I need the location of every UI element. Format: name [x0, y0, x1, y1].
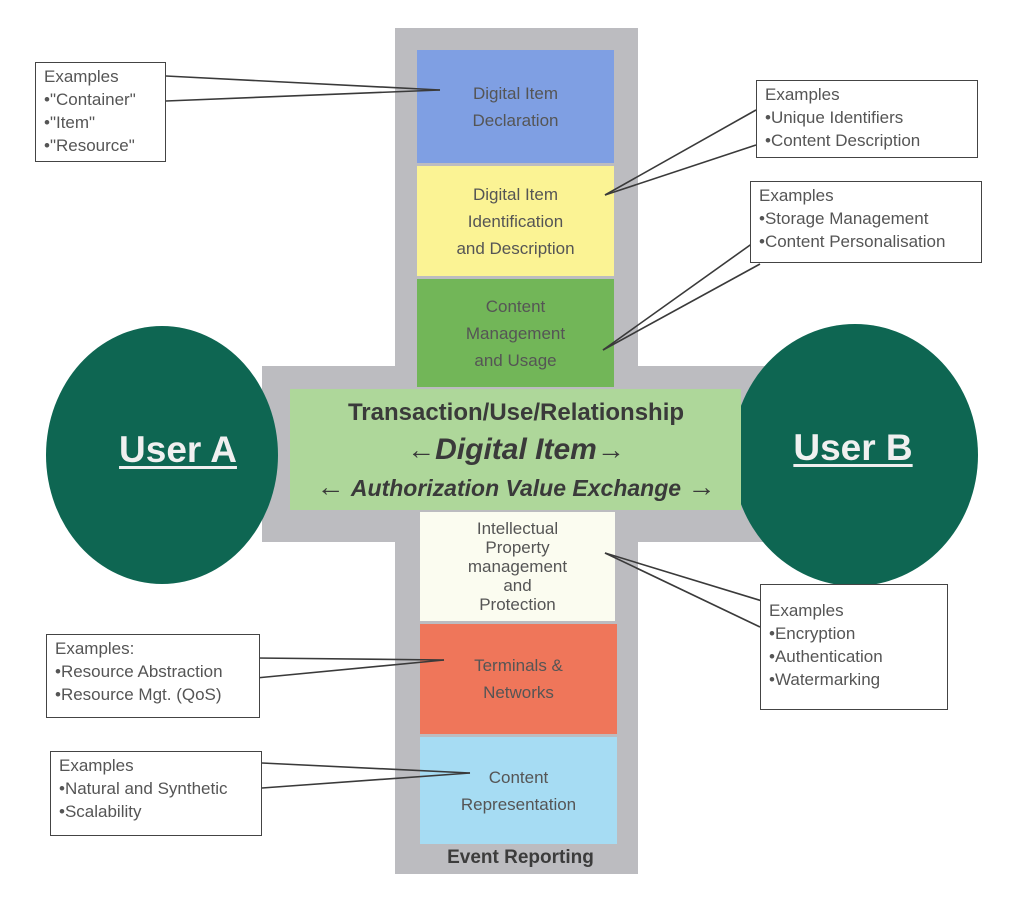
block-digital-item-identification: Digital Item Identification and Descript… — [417, 166, 614, 276]
left-arrow-icon: ← — [407, 434, 436, 465]
connector-did-2 — [165, 89, 441, 102]
block-cr-bg — [420, 737, 617, 844]
center-line-transaction: Transaction/Use/Relationship — [347, 399, 685, 426]
note-line: •Content Personalisation — [759, 232, 946, 251]
block-line: and Description — [456, 238, 575, 258]
note-line: Examples — [59, 756, 134, 775]
center-line-digital-item: ←Digital Item→ — [407, 430, 625, 470]
note-line: •Resource Abstraction — [55, 662, 223, 681]
left-arrow-icon: ← — [316, 471, 345, 502]
block-line: Digital Item — [472, 83, 559, 103]
center-panel: Transaction/Use/Relationship ←Digital It… — [293, 390, 739, 508]
block-line: Digital Item — [472, 184, 559, 204]
block-line: Protection — [479, 595, 556, 614]
block-ipmp: Intellectual Property management and Pro… — [420, 512, 615, 621]
note-did-examples: Examples •"Container" •"Item" •"Resource… — [35, 62, 166, 162]
block-line: Terminals & — [474, 656, 563, 675]
note-line: •Authentication — [769, 647, 883, 666]
note-line: •"Container" — [44, 90, 136, 109]
block-line: management — [467, 557, 568, 576]
connector-cr-1 — [261, 762, 471, 774]
note-diid-examples: Examples •Unique Identifiers •Content De… — [756, 80, 978, 158]
block-terminals-networks: Terminals & Networks — [420, 624, 617, 734]
right-arrow-icon: → — [687, 471, 716, 502]
block-line: and — [503, 576, 532, 595]
note-line: •Unique Identifiers — [765, 108, 904, 127]
block-line: Networks — [483, 683, 554, 702]
note-cmu-examples: Examples •Storage Management •Content Pe… — [750, 181, 982, 263]
block-digital-item-declaration: Digital Item Declaration — [417, 50, 614, 163]
user-b-circle — [732, 324, 978, 586]
note-line: •Scalability — [59, 802, 142, 821]
block-line: Representation — [460, 794, 577, 814]
block-line: Identification — [467, 211, 564, 231]
note-line: •Encryption — [769, 624, 856, 643]
digital-item-text: Digital Item — [435, 433, 597, 466]
block-line: Intellectual — [476, 519, 559, 538]
connector-did-1 — [165, 75, 441, 91]
connector-diid-2 — [604, 144, 757, 196]
block-cmu-bg — [417, 279, 614, 387]
user-a-label: User A — [119, 429, 237, 470]
note-line: Examples: — [55, 639, 135, 658]
note-line: •Resource Mgt. (QoS) — [55, 685, 222, 704]
block-content-representation: Content Representation — [420, 737, 617, 844]
note-line: •Storage Management — [759, 209, 929, 228]
connector-cmu-2 — [602, 263, 761, 351]
block-line: Declaration — [472, 110, 559, 130]
connector-ipmp-1 — [604, 552, 773, 605]
block-line: Property — [485, 538, 550, 557]
event-reporting-label: Event Reporting — [447, 847, 594, 868]
note-line: Examples — [769, 601, 844, 620]
center-line-authorization: ← Authorization Value Exchange → — [317, 470, 716, 504]
block-line: Content — [488, 767, 549, 787]
user-a-circle — [46, 326, 278, 584]
note-line: Examples — [765, 85, 840, 104]
right-arrow-icon: → — [596, 434, 625, 465]
connector-tn-2 — [255, 659, 445, 679]
user-b-label: User B — [793, 427, 913, 468]
center-panel-bg — [290, 389, 741, 510]
block-ipmp-bg — [420, 512, 615, 621]
note-tn-examples: Examples: •Resource Abstraction •Resourc… — [46, 634, 260, 718]
authorization-text: Authorization Value Exchange — [350, 475, 682, 501]
note-line: •"Item" — [44, 113, 96, 132]
note-line: Examples — [759, 186, 834, 205]
note-line: •"Resource" — [44, 136, 135, 155]
block-content-management: Content Management and Usage — [417, 279, 614, 387]
note-line: •Content Description — [765, 131, 921, 150]
note-line: •Natural and Synthetic — [59, 779, 228, 798]
connector-tn-1 — [255, 657, 445, 661]
note-cr-examples: Examples •Natural and Synthetic •Scalabi… — [50, 751, 262, 836]
block-tn-bg — [420, 624, 617, 734]
note-line: Examples — [44, 67, 119, 86]
connector-cr-2 — [261, 772, 471, 789]
connector-ipmp-2 — [604, 552, 761, 628]
block-did-bg — [417, 50, 614, 163]
block-line: and Usage — [474, 350, 557, 370]
connector-cmu-1 — [602, 237, 761, 351]
connector-diid-1 — [604, 109, 757, 196]
block-line: Content — [485, 296, 546, 316]
block-line: Management — [465, 323, 566, 343]
note-line: •Watermarking — [769, 670, 881, 689]
note-ipmp-examples: Examples •Encryption •Authentication •Wa… — [760, 584, 948, 710]
block-diid-bg — [417, 166, 614, 276]
